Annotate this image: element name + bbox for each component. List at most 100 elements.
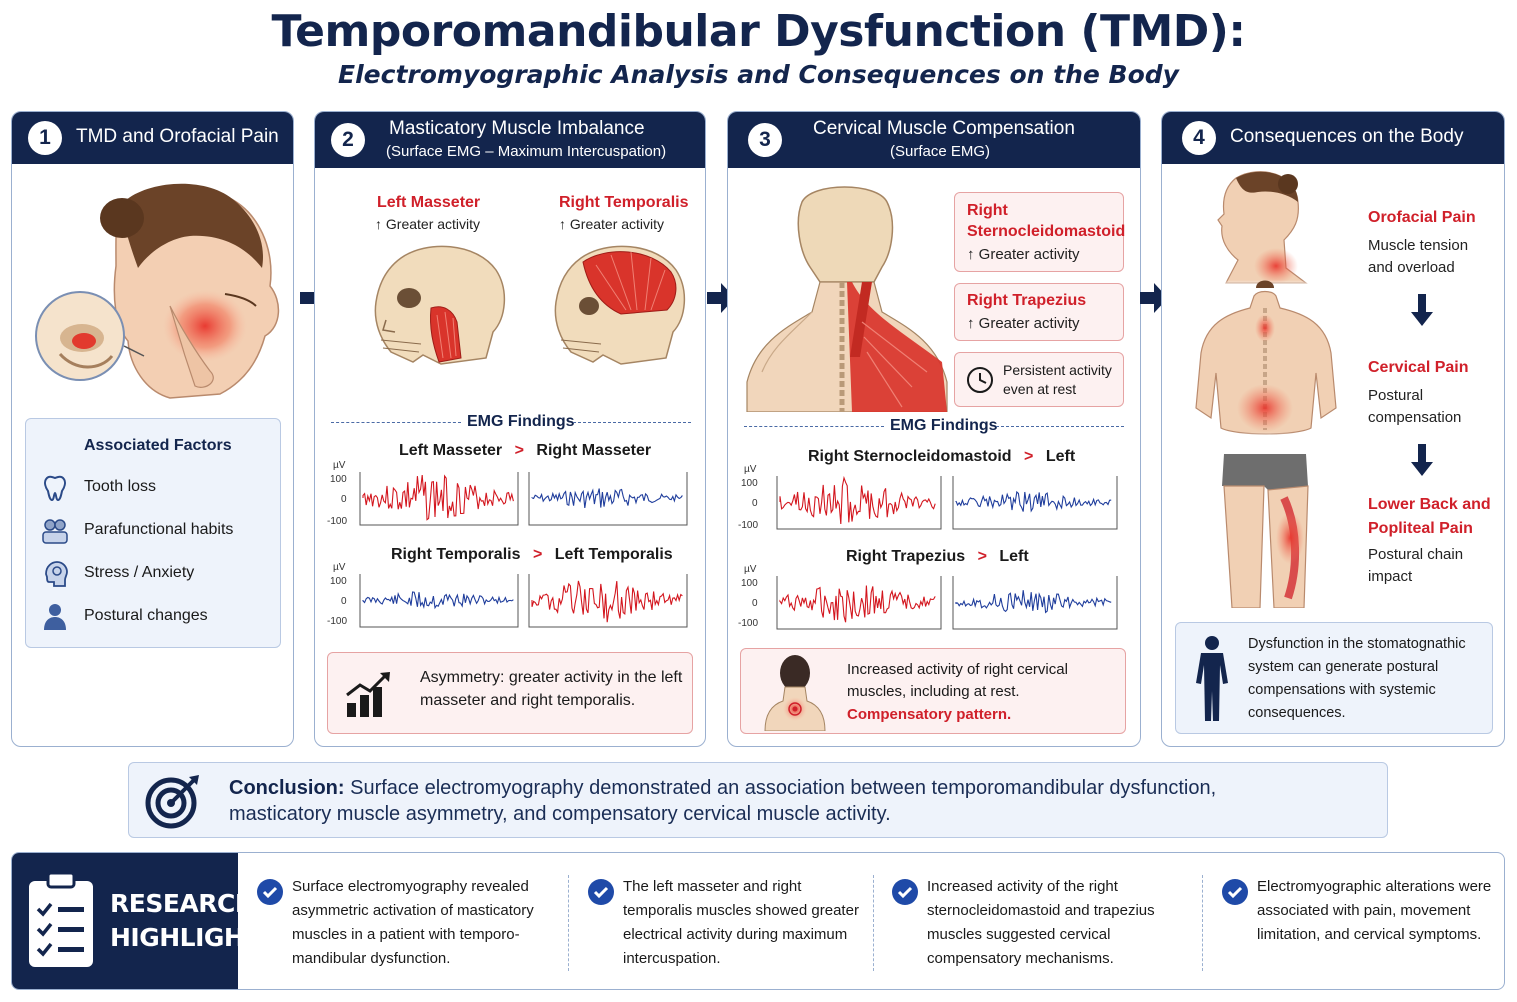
conclusion-line: masticatory muscle asymmetry, and compen… bbox=[229, 803, 891, 825]
conclusion-box: Conclusion: Surface electromyography dem… bbox=[128, 762, 1388, 838]
compare-b: Left bbox=[999, 548, 1029, 565]
panel-subtitle: (Surface EMG) bbox=[890, 143, 991, 160]
emg-frame bbox=[359, 574, 519, 628]
conclusion-line: Surface electromyography demonstrated an… bbox=[350, 777, 1217, 799]
page-subtitle: Electromyographic Analysis and Consequen… bbox=[338, 60, 1179, 89]
compare-a: Right Sternocleidomastoid bbox=[808, 448, 1012, 465]
emg-findings-title: EMG Findings bbox=[890, 417, 998, 434]
head-stress-icon bbox=[45, 561, 68, 587]
step-lowerback-line: impact bbox=[1368, 568, 1413, 585]
compare-b: Left bbox=[1045, 448, 1076, 465]
card-persistent-activity: Persistent activity even at rest bbox=[954, 352, 1124, 407]
emg-findings-title: EMG Findings bbox=[467, 413, 575, 430]
emg-trace-left-temporalis bbox=[528, 574, 688, 628]
emg-frame bbox=[776, 476, 942, 530]
axis-tick-neg100: -100 bbox=[738, 520, 759, 531]
emg-trace-left-trapezius bbox=[952, 576, 1118, 630]
axis-tick-neg100: -100 bbox=[738, 618, 759, 629]
card-text: Persistent activity bbox=[1003, 362, 1112, 378]
panel-header: 1 TMD and Orofacial Pain bbox=[12, 112, 293, 164]
asymmetry-summary-box: Asymmetry: greater activity in the left … bbox=[327, 652, 693, 734]
emg-signal bbox=[955, 590, 1112, 614]
factor-label: Parafunctional habits bbox=[84, 521, 234, 538]
cervical-summary-emphasis: Compensatory pattern. bbox=[847, 706, 1012, 723]
step-lowerback-title: Popliteal Pain bbox=[1368, 520, 1473, 537]
axis-unit: µV bbox=[744, 464, 757, 475]
emg-signal bbox=[362, 474, 514, 521]
tooth-icon bbox=[44, 475, 66, 502]
down-arrow-icon bbox=[1411, 444, 1433, 476]
panel-title: Consequences on the Body bbox=[1230, 126, 1464, 147]
card-note: ↑ Greater activity bbox=[967, 246, 1080, 263]
human-figure-icon bbox=[1196, 636, 1228, 721]
axis-tick-100: 100 bbox=[741, 578, 758, 589]
compare-sign: > bbox=[977, 548, 987, 565]
step-orofacial-line: and overload bbox=[1368, 259, 1455, 276]
emg-trace-right-masseter bbox=[528, 472, 688, 526]
compare-sign: > bbox=[532, 546, 543, 563]
emg-compare-temporalis: Right Temporalis > Left Temporalis bbox=[391, 546, 673, 564]
systemic-summary-box: Dysfunction in the stomatognathic system… bbox=[1175, 622, 1493, 734]
highlights-title-line: RESEARCH bbox=[110, 889, 256, 918]
cervical-summary-box: Increased activity of right cervical mus… bbox=[740, 648, 1126, 734]
highlights-title: RESEARCH HIGHLIGHTS bbox=[110, 887, 279, 955]
panel-tmd-orofacial-pain: 1 TMD and Orofacial Pain Associated Fact… bbox=[11, 111, 294, 747]
target-icon bbox=[145, 775, 199, 829]
panel-title: TMD and Orofacial Pain bbox=[76, 126, 279, 147]
asymmetry-summary-text: Asymmetry: greater activity in the left … bbox=[420, 669, 683, 709]
neck-pain-icon bbox=[764, 655, 826, 731]
left-masseter-label: Left Masseter bbox=[377, 194, 481, 211]
panel-header: 4 Consequences on the Body bbox=[1162, 112, 1504, 164]
emg-trace-right-sternocleidomastoid bbox=[776, 475, 942, 530]
emg-frame bbox=[952, 476, 1118, 530]
axis-tick-0: 0 bbox=[752, 498, 758, 509]
emg-trace-left-masseter bbox=[359, 472, 519, 526]
panel-number: 4 bbox=[1182, 121, 1216, 155]
research-highlights: RESEARCH HIGHLIGHTS Surface electromyogr… bbox=[11, 852, 1505, 990]
emg-compare-trapezius: Right Trapezius > Left bbox=[846, 548, 1029, 566]
panel-title: Cervical Muscle Compensation bbox=[813, 118, 1075, 139]
skull-masseter-illustration bbox=[374, 245, 506, 365]
emg-compare-sternocleidomastoid: Right Sternocleidomastoid > Left bbox=[808, 448, 1075, 466]
step-orofacial-line: Muscle tension bbox=[1368, 237, 1469, 254]
compare-a: Right Trapezius bbox=[846, 548, 966, 565]
emg-signal bbox=[362, 591, 514, 610]
emg-signal bbox=[955, 490, 1112, 513]
emg-frame bbox=[528, 574, 688, 628]
emg-frame bbox=[776, 576, 942, 630]
compare-sign: > bbox=[514, 442, 524, 459]
axis-tick-0: 0 bbox=[341, 596, 347, 607]
factor-label: Postural changes bbox=[84, 607, 208, 624]
highlights-header: RESEARCH HIGHLIGHTS bbox=[12, 853, 279, 989]
panel-subtitle: (Surface EMG – Maximum Intercuspation) bbox=[386, 143, 667, 160]
emg-signal bbox=[779, 475, 936, 525]
panel-number: 2 bbox=[331, 123, 365, 157]
step-orofacial-title: Orofacial Pain bbox=[1368, 209, 1476, 226]
compare-b: Right Masseter bbox=[536, 442, 652, 459]
card-text: even at rest bbox=[1003, 381, 1077, 397]
compare-a: Right Temporalis bbox=[391, 546, 521, 563]
step-lowerback-title: Lower Back and bbox=[1368, 496, 1491, 513]
axis-tick-neg100: -100 bbox=[327, 616, 348, 627]
card-right-sternocleidomastoid: Right Sternocleidomastoid ↑ Greater acti… bbox=[954, 192, 1126, 272]
associated-factors-title: Associated Factors bbox=[84, 437, 232, 454]
card-title: Sternocleidomastoid bbox=[967, 223, 1126, 240]
clock-icon bbox=[967, 367, 993, 393]
compare-a: Left Masseter bbox=[399, 442, 503, 459]
emg-frame bbox=[359, 472, 519, 526]
emg-signal bbox=[531, 488, 683, 508]
emg-trace-right-trapezius bbox=[776, 576, 942, 630]
panel-title: Masticatory Muscle Imbalance bbox=[389, 118, 645, 139]
highlight-item: Electromyographic alterations were assoc… bbox=[1257, 878, 1492, 943]
highlight-divider bbox=[873, 875, 874, 971]
card-title: Right bbox=[967, 202, 1008, 219]
factor-label: Stress / Anxiety bbox=[84, 564, 195, 581]
bar-chart-trend-icon bbox=[346, 672, 390, 717]
axis-unit: µV bbox=[744, 564, 757, 575]
highlight-divider bbox=[1202, 875, 1203, 971]
highlights-title-line: HIGHLIGHTS bbox=[110, 923, 279, 952]
right-temporalis-note: ↑ Greater activity bbox=[559, 216, 665, 232]
card-title: Right Trapezius bbox=[967, 292, 1087, 309]
check-icon bbox=[257, 879, 283, 905]
right-temporalis-label: Right Temporalis bbox=[559, 194, 689, 211]
